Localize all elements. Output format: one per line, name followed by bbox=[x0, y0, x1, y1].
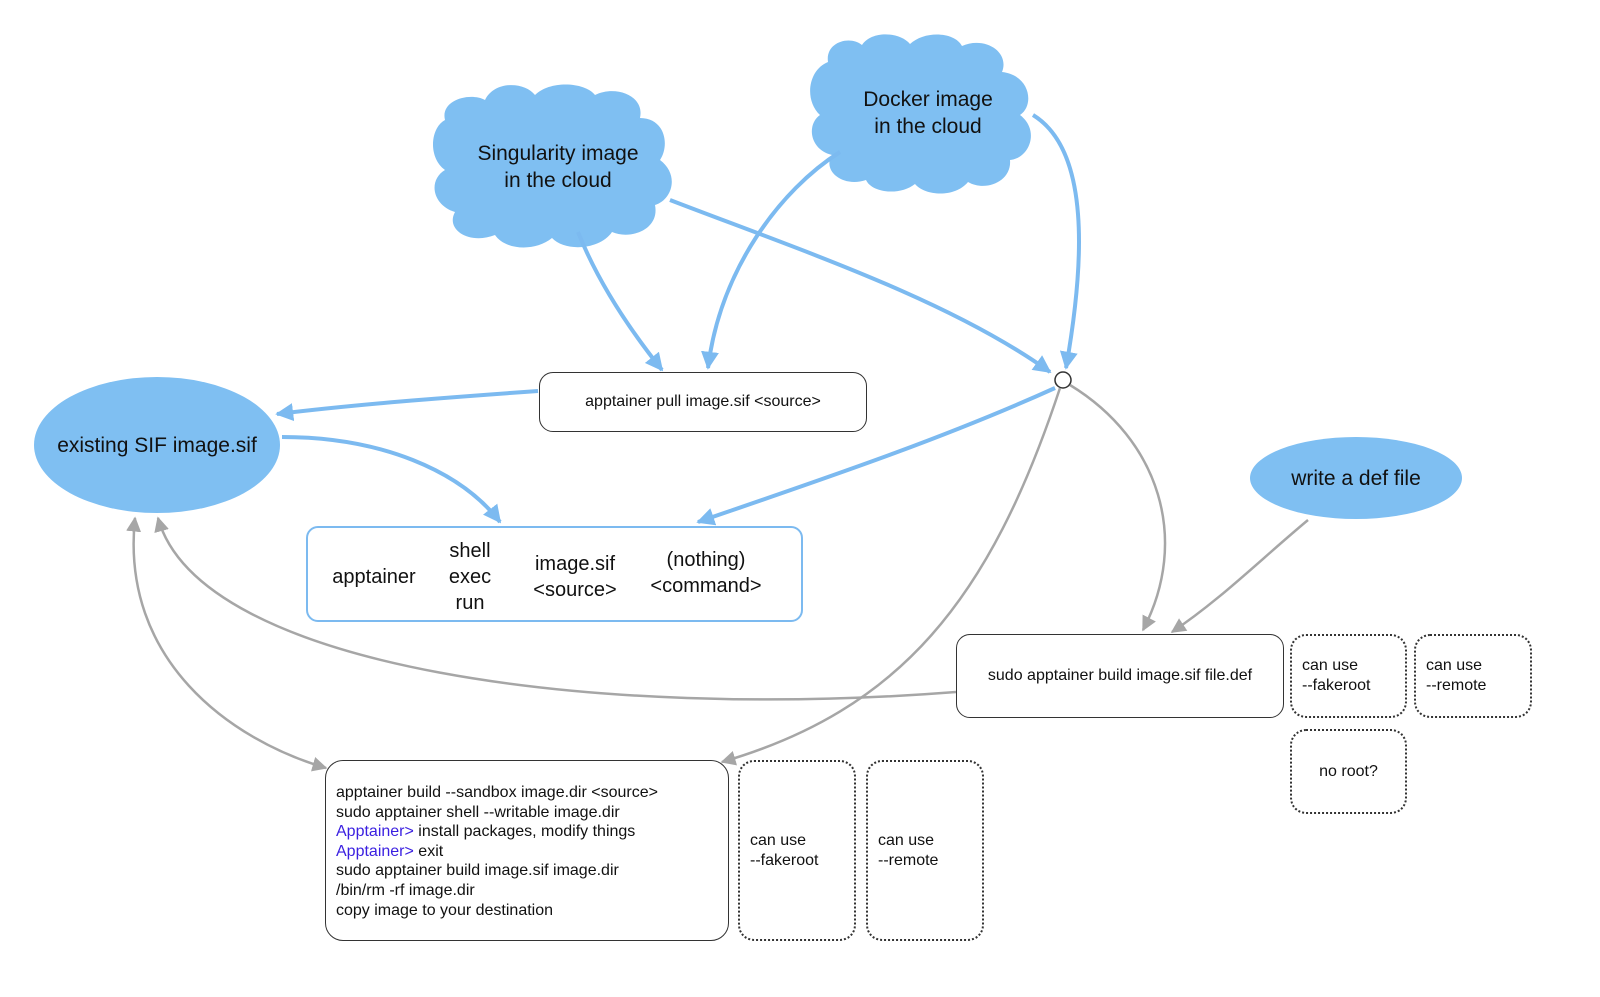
run-box-subcommands: shell exec run bbox=[448, 540, 492, 614]
docker-cloud-label: Docker image in the cloud bbox=[863, 88, 993, 138]
existing-sif-ellipse bbox=[34, 377, 280, 513]
arrow-singularity-to-pull bbox=[576, 231, 664, 372]
sandbox-fakeroot-option: can use --fakeroot bbox=[738, 760, 856, 941]
arrow-docker-to-pull bbox=[701, 150, 842, 370]
arrow-junction-to-sandbox bbox=[720, 387, 1062, 766]
junction-node bbox=[1054, 371, 1072, 389]
arrow-junction-to-run bbox=[696, 386, 1056, 526]
run-box-command: apptainer bbox=[332, 566, 416, 588]
run-command-box: apptainer shell exec run image.sif <sour… bbox=[306, 526, 803, 622]
sandbox-line: Apptainer> install packages, modify thin… bbox=[336, 823, 636, 841]
sandbox-line: apptainer build --sandbox image.dir <sou… bbox=[336, 784, 658, 801]
arrow-singularity-to-junction bbox=[669, 198, 1052, 374]
apptainer-prompt: Apptainer> bbox=[336, 842, 414, 860]
def-fakeroot-option: can use --fakeroot bbox=[1290, 634, 1407, 718]
arrow-pull-to-sif bbox=[275, 389, 539, 421]
def-remote-option: can use --remote bbox=[1414, 634, 1532, 718]
arrow-sif-sandbox-bidirectional bbox=[126, 516, 328, 772]
docker-cloud-shape bbox=[810, 34, 1031, 194]
arrow-sif-to-run bbox=[281, 435, 502, 524]
sandbox-line: copy image to your destination bbox=[336, 901, 554, 919]
sandbox-line: sudo apptainer build image.sif image.dir bbox=[336, 862, 619, 880]
singularity-cloud-label: Singularity image in the cloud bbox=[477, 142, 639, 192]
pull-command-box: apptainer pull image.sif <source> bbox=[539, 372, 867, 432]
write-def-ellipse bbox=[1250, 437, 1462, 519]
no-root-option: no root? bbox=[1290, 729, 1407, 814]
apptainer-prompt: Apptainer> bbox=[336, 823, 414, 841]
run-box-image: image.sif <source> bbox=[533, 553, 617, 601]
run-box-command-arg: (nothing) <command> bbox=[650, 549, 762, 597]
existing-sif-label: existing SIF image.sif bbox=[57, 434, 257, 457]
arrow-docker-to-junction bbox=[1031, 113, 1081, 370]
arrow-junction-to-build-def bbox=[1069, 383, 1167, 632]
sandbox-line: sudo apptainer shell --writable image.di… bbox=[336, 803, 620, 821]
arrow-write-def-to-build bbox=[1170, 519, 1309, 634]
sandbox-line: /bin/rm -rf image.dir bbox=[336, 881, 475, 899]
sandbox-remote-option: can use --remote bbox=[866, 760, 984, 941]
sandbox-line: Apptainer> exit bbox=[336, 842, 444, 860]
build-def-command-box: sudo apptainer build image.sif file.def bbox=[956, 634, 1284, 718]
singularity-cloud-shape bbox=[432, 84, 672, 248]
sandbox-workflow-box: apptainer build --sandbox image.dir <sou… bbox=[325, 760, 729, 941]
write-def-label: write a def file bbox=[1291, 467, 1421, 490]
